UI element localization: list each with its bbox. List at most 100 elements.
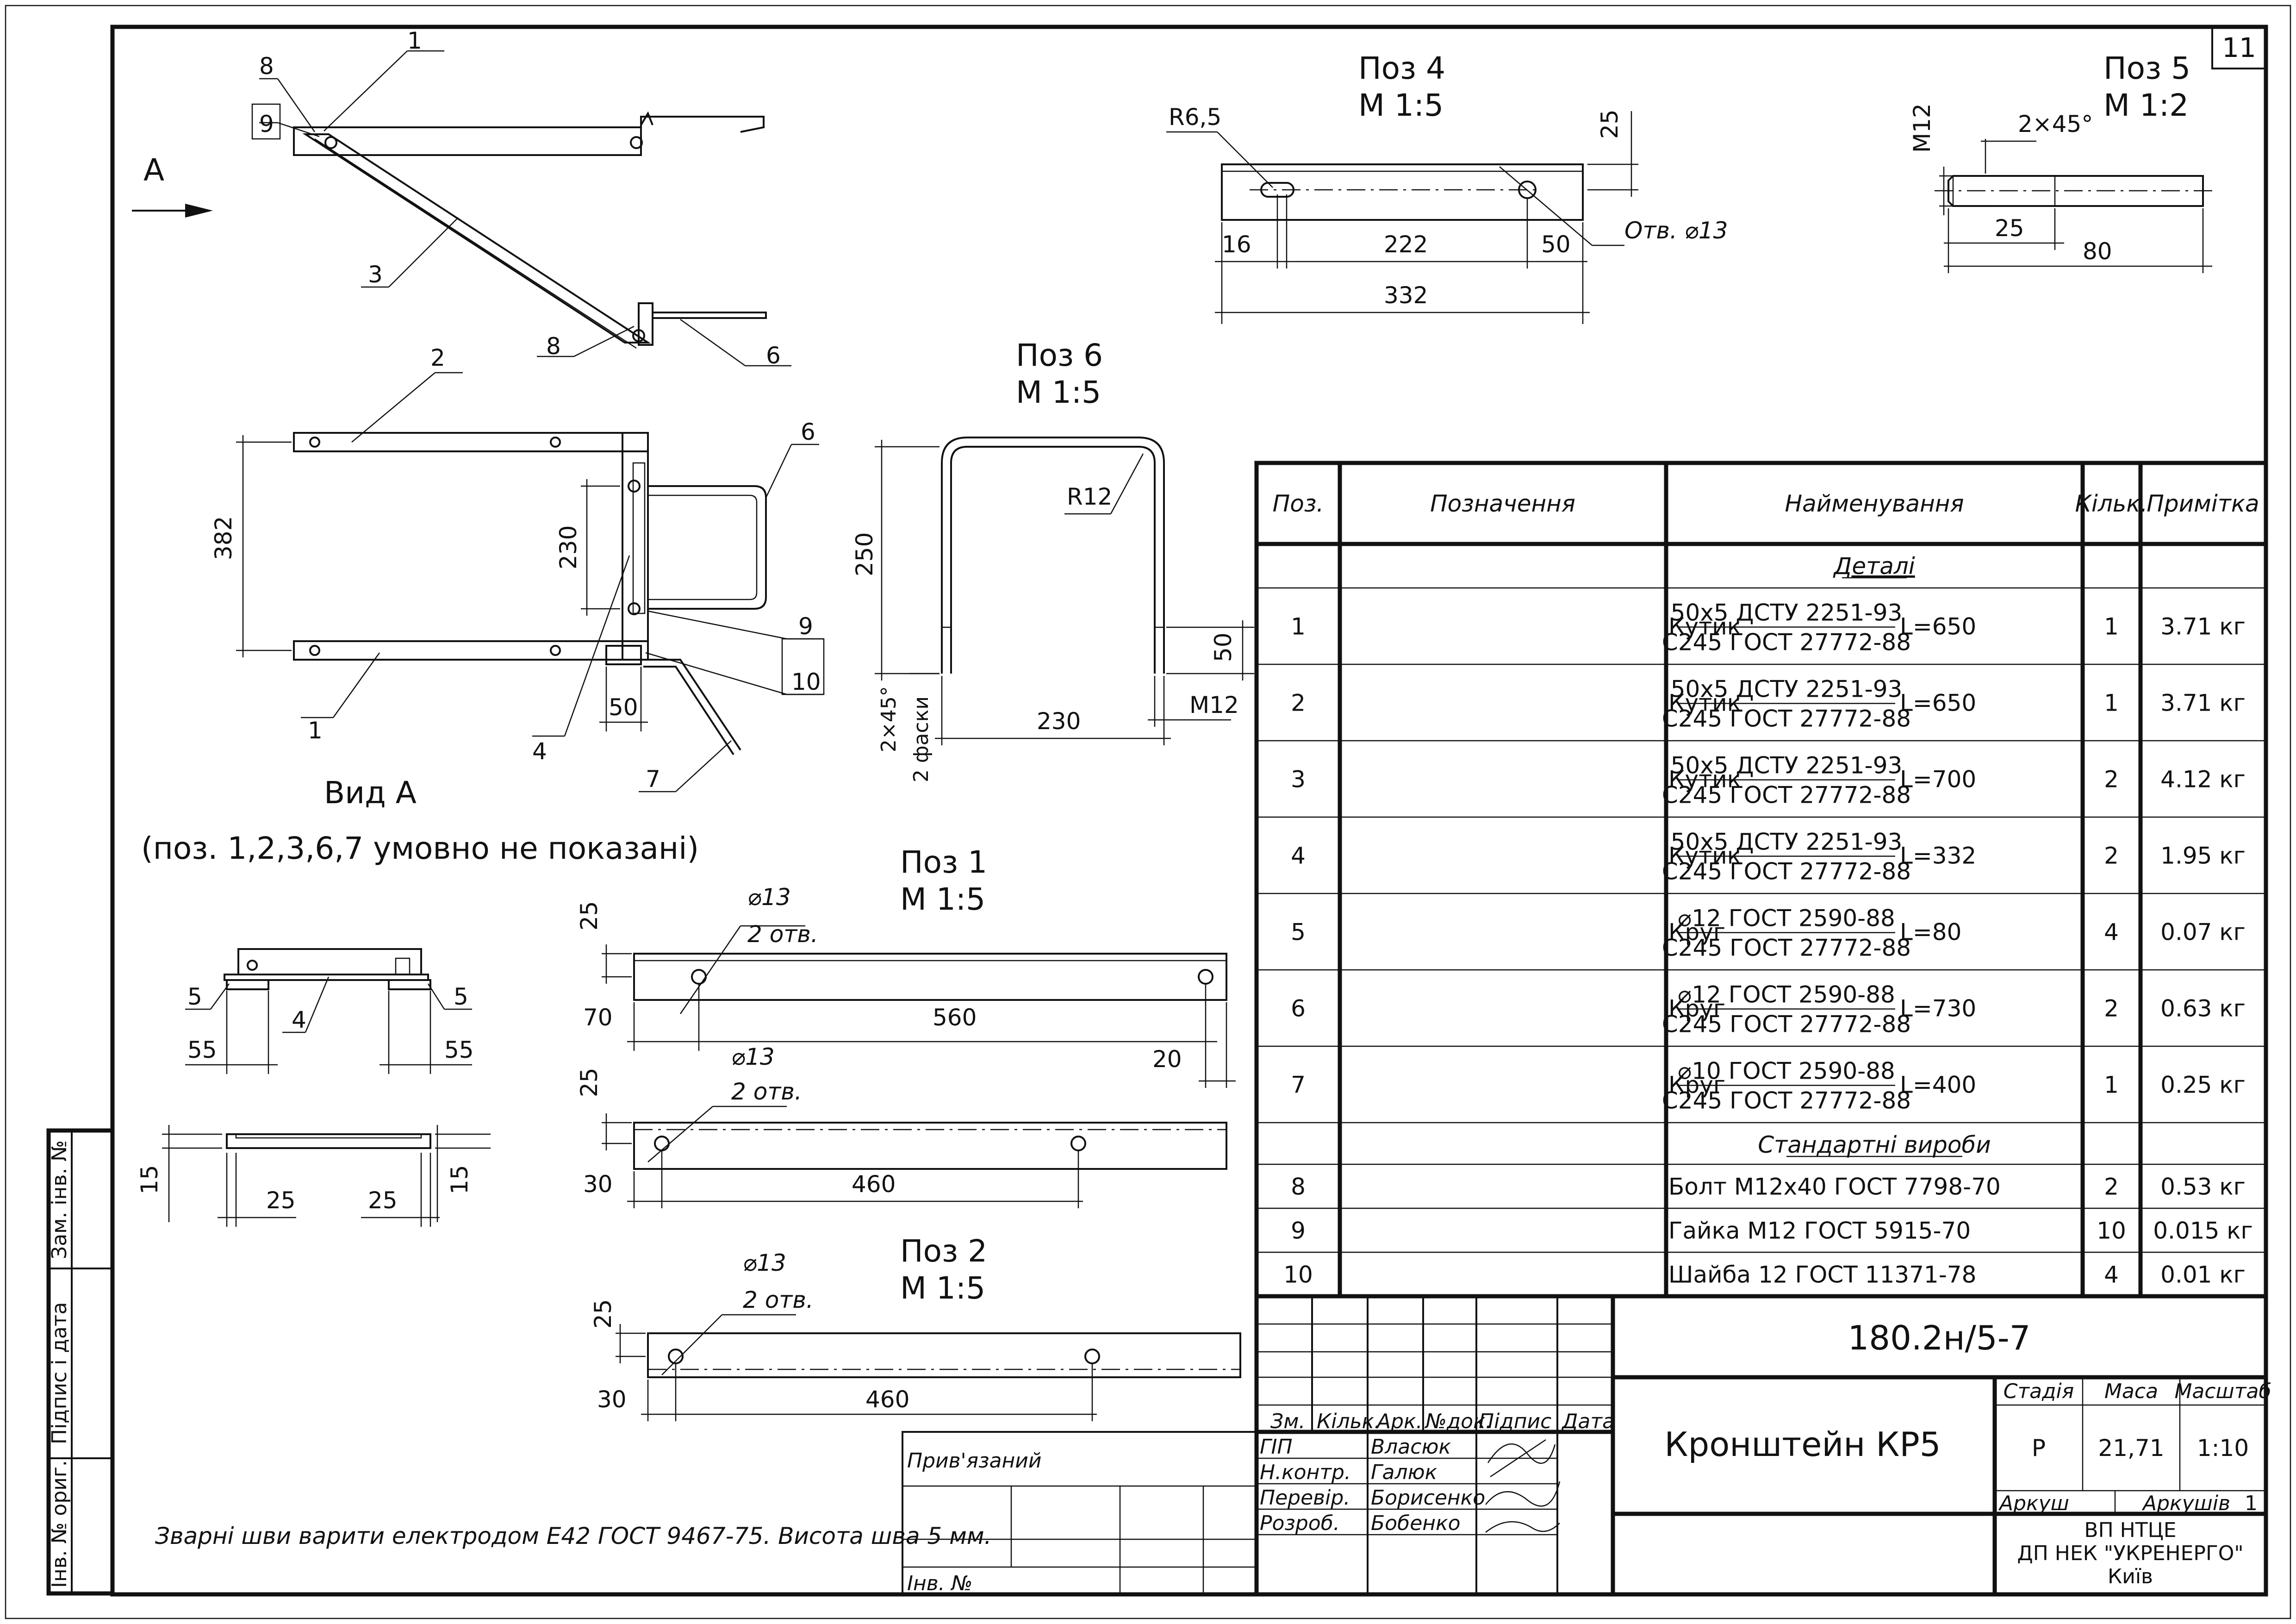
spec-part-length: L=400 — [1900, 1072, 1976, 1099]
role-checked: Перевір. — [1260, 1486, 1350, 1510]
view-a-plan — [226, 1133, 431, 1149]
label-pos-8-top: 8 — [259, 53, 274, 80]
mass-value: 21,71 — [2098, 1435, 2164, 1462]
pos6-chamfer: 2×45° — [877, 686, 901, 752]
pos4-radius: R6,5 — [1169, 104, 1221, 131]
spec-standard-qty: 10 — [2097, 1218, 2126, 1244]
spec-part-material: С245 ГОСТ 27772-88 — [1662, 1087, 1911, 1114]
sheets-label: Аркушів — [2141, 1492, 2230, 1515]
label-pos-4-viewa: 4 — [292, 1006, 306, 1033]
pos6-dim-230: 230 — [1037, 708, 1081, 735]
scale-value: 1:10 — [2197, 1435, 2249, 1462]
role-gip: ГІП — [1260, 1435, 1293, 1459]
pos1-hole-b: ⌀13 — [731, 1043, 775, 1070]
spec-part-note: 4.12 кг — [2160, 766, 2246, 793]
outer-frame — [5, 5, 2291, 1619]
spec-part-length: L=650 — [1900, 613, 1976, 640]
label-pos-7: 7 — [646, 766, 660, 793]
label-pos-10: 10 — [791, 668, 821, 695]
spec-part-material: С245 ГОСТ 27772-88 — [1662, 858, 1911, 885]
spec-part-profile: 50x5 ДСТУ 2251-93 — [1671, 752, 1903, 779]
pos6-part — [941, 437, 1165, 674]
spec-part-note: 0.25 кг — [2160, 1072, 2246, 1099]
pos2-hole: ⌀13 — [743, 1249, 786, 1276]
pos2-part — [647, 1332, 1241, 1378]
spec-part-material: С245 ГОСТ 27772-88 — [1662, 935, 1911, 962]
view-a-front — [224, 948, 431, 990]
name-developed: Бобенко — [1371, 1512, 1461, 1535]
col-doc: №док. — [1424, 1410, 1492, 1433]
pos1-hole-a: ⌀13 — [747, 884, 791, 911]
spec-part-pos: 2 — [1291, 690, 1306, 717]
dim-25-b: 25 — [368, 1187, 398, 1214]
spec-part-qty: 2 — [2104, 995, 2119, 1022]
view-arrow-a: A — [132, 152, 213, 218]
pos4-part — [1221, 163, 1584, 221]
spec-standard-name: Гайка М12 ГОСТ 5915-70 — [1668, 1218, 1971, 1244]
pos4-dim-50: 50 — [1541, 231, 1571, 258]
pos4-scale: М 1:5 — [1358, 87, 1444, 123]
inner-frame — [110, 25, 2268, 1597]
pos5-chamfer: 2×45° — [2018, 111, 2093, 137]
dim-230-plan: 230 — [555, 525, 582, 569]
pos5-title: Поз 5 — [2103, 50, 2190, 86]
dim-15-left: 15 — [136, 1165, 163, 1194]
role-developed: Розроб. — [1260, 1512, 1340, 1535]
pos4-dim-222: 222 — [1384, 231, 1428, 258]
sheet-number: 11 — [2222, 32, 2256, 63]
title-product: Кронштейн КР5 — [1664, 1425, 1941, 1464]
label-pos-5-left: 5 — [187, 983, 202, 1010]
spec-part-qty: 2 — [2104, 766, 2119, 793]
spec-part-pos: 6 — [1291, 995, 1306, 1022]
pos2-dim-460: 460 — [865, 1386, 909, 1413]
pos1-dim-560: 560 — [933, 1004, 977, 1031]
spec-standard-pos: 8 — [1291, 1174, 1306, 1200]
pos5-m12: М12 — [1909, 103, 1935, 153]
dim-55-right: 55 — [444, 1037, 474, 1063]
spec-part-qty: 1 — [2104, 613, 2119, 640]
spec-header-name: Найменування — [1785, 490, 1964, 517]
pos1-dim-70: 70 — [583, 1004, 613, 1031]
spec-part-material: С245 ГОСТ 27772-88 — [1662, 782, 1911, 809]
side-stamp: Зам. інв. № Підпис і дата Інв. № ориг. — [46, 1128, 115, 1596]
pos5-dim-25: 25 — [1995, 215, 2024, 242]
spec-header-pos: Поз. — [1273, 490, 1324, 517]
col-zm: Зм. — [1270, 1410, 1305, 1433]
spec-part-note: 1.95 кг — [2160, 843, 2246, 869]
pos4-hole: Отв. ⌀13 — [1624, 217, 1728, 244]
pos2-dim-30: 30 — [597, 1386, 627, 1413]
mass-label: Маса — [2104, 1380, 2158, 1403]
pos6-scale: М 1:5 — [1016, 375, 1101, 410]
spec-part-pos: 4 — [1291, 843, 1306, 869]
side-stamp-original: Інв. № ориг. — [48, 1460, 71, 1588]
inv-label: Інв. № — [907, 1572, 972, 1595]
spec-standard-qty: 2 — [2104, 1174, 2119, 1200]
spec-part-profile: 50x5 ДСТУ 2251-93 — [1671, 600, 1903, 626]
name-checked: Борисенко — [1371, 1486, 1485, 1510]
spec-section-standard: Стандартні вироби — [1758, 1131, 1991, 1158]
spec-standard-name: Шайба 12 ГОСТ 11371-78 — [1668, 1262, 1976, 1288]
spec-standard-name: Болт М12х40 ГОСТ 7798-70 — [1668, 1174, 2001, 1200]
pos5-scale: М 1:2 — [2103, 87, 2189, 123]
pos2-holes: 2 отв. — [743, 1287, 814, 1313]
sheet-number-box — [2211, 26, 2267, 69]
spec-part-qty: 1 — [2104, 690, 2119, 717]
pos1-holes-b: 2 отв. — [731, 1078, 802, 1105]
spec-part-length: L=700 — [1900, 766, 1976, 793]
sheets-value: 1 — [2245, 1492, 2258, 1515]
spec-header-designation: Позначення — [1430, 490, 1575, 517]
spec-part-profile: 50x5 ДСТУ 2251-93 — [1671, 829, 1903, 856]
view-a-note: (поз. 1,2,3,6,7 умовно не показані) — [141, 831, 699, 866]
pos1-dim-25b: 25 — [576, 1068, 603, 1097]
name-gip: Власюк — [1371, 1435, 1451, 1459]
sheet-label: Аркуш — [1998, 1492, 2069, 1515]
spec-part-length: L=80 — [1900, 919, 1961, 946]
